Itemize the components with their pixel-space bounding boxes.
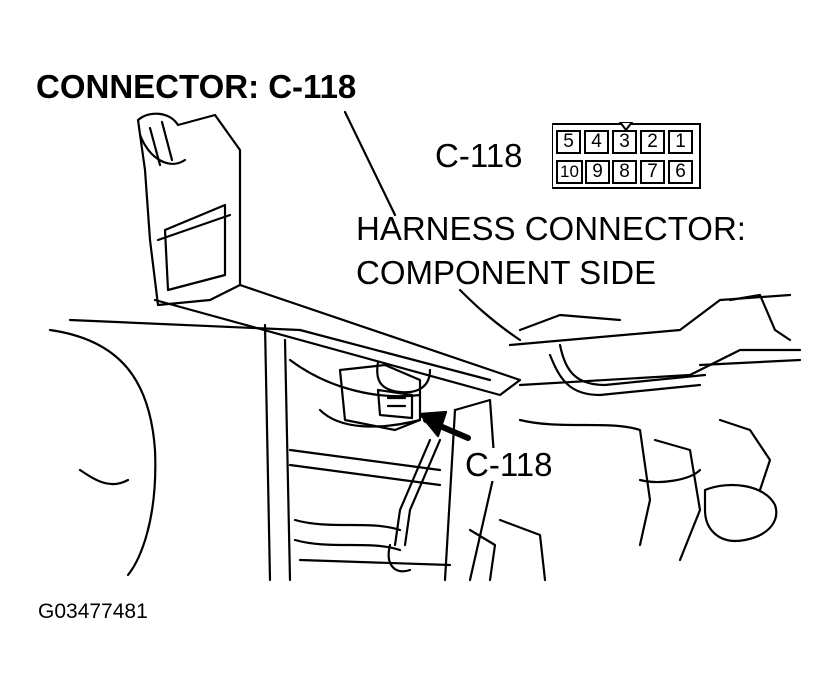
diagram-title: CONNECTOR: C-118	[36, 68, 357, 105]
pin-2: 2	[640, 130, 665, 154]
connector-pin-face: 5 4 3 2 1 10 9 8 7 6	[552, 122, 702, 190]
component-side-label: COMPONENT SIDE	[356, 254, 657, 291]
harness-connector-label: HARNESS CONNECTOR:	[356, 210, 746, 247]
connector-face-label: C-118	[435, 137, 523, 174]
pin-3: 3	[612, 130, 637, 154]
pin-4: 4	[584, 130, 609, 154]
pin-1: 1	[668, 130, 693, 154]
pin-10: 10	[556, 160, 583, 184]
pin-7: 7	[640, 160, 665, 184]
arrow-callout-label: C-118	[463, 446, 555, 483]
pin-9: 9	[585, 160, 610, 184]
pin-8: 8	[612, 160, 637, 184]
pin-6: 6	[668, 160, 693, 184]
connector-outline	[552, 122, 701, 189]
figure-id: G03477481	[38, 600, 148, 623]
pin-5: 5	[556, 130, 581, 154]
